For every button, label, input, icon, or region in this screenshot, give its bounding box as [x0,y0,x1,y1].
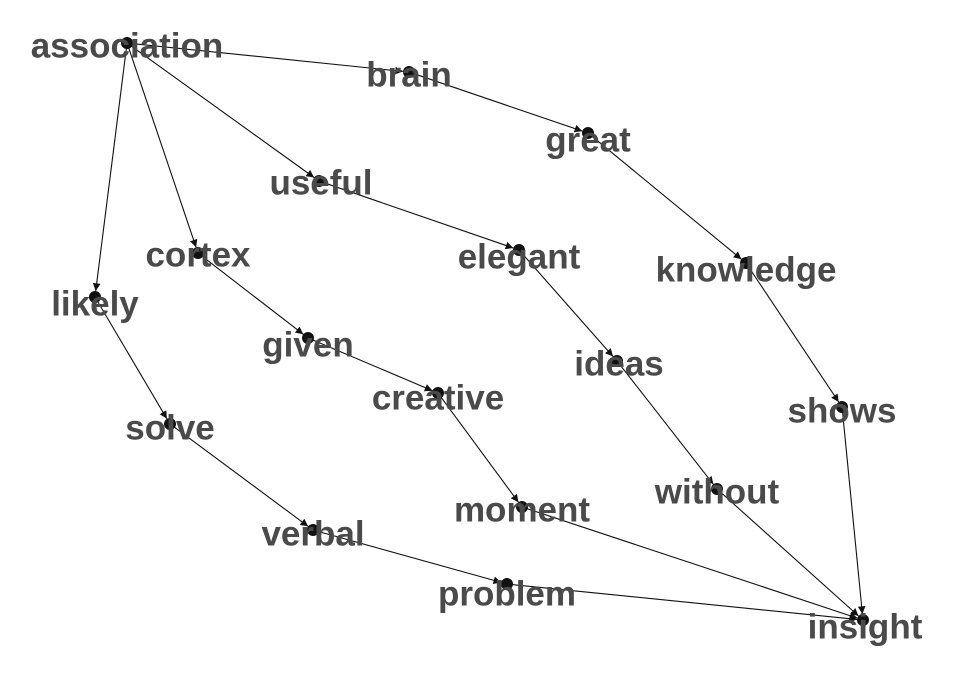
edge-solve-to-verbal [172,425,309,527]
nodes-layer [89,37,869,626]
edge-association-to-likely [92,46,128,292]
edge-association-to-useful [129,44,315,178]
edge-association-to-brain [130,42,404,75]
edge-great-to-knowledge [590,134,742,260]
node-useful-dot [313,175,325,187]
edge-association-to-cortex [127,46,198,248]
edge-shows-to-insight [841,410,866,615]
node-knowledge-dot [740,257,752,269]
edge-elegant-to-ideas [520,252,614,357]
node-likely-label: likely [51,285,139,324]
node-elegant-label: elegant [458,238,581,277]
edge-problem-to-insight [510,583,858,623]
edge-moment-to-insight [525,507,858,620]
edge-useful-to-elegant [322,181,514,250]
node-problem-label: problem [438,575,576,614]
node-verbal-dot [307,524,319,536]
node-problem-dot [501,578,513,590]
node-great-dot [582,127,594,139]
node-moment-label: moment [454,491,590,530]
edge-without-to-insight [719,490,859,617]
edge-brain-to-great [412,72,583,133]
edge-ideas-to-without [618,363,714,485]
edge-creative-to-moment [439,395,519,503]
node-brain-label: brain [366,56,452,95]
node-knowledge-label: knowledge [656,251,837,290]
node-moment-dot [516,501,528,513]
node-association-dot [121,37,133,49]
node-creative-label: creative [372,379,504,418]
node-insight-label: insight [808,608,923,647]
node-cortex-label: cortex [145,236,251,275]
edge-given-to-creative [311,338,433,392]
edge-likely-to-solve [96,299,168,420]
node-given-label: given [262,326,353,365]
edge-verbal-to-problem [316,530,502,585]
node-brain-dot [403,66,415,78]
edge-cortex-to-given [200,254,304,335]
edges-layer [92,42,866,623]
node-ideas-label: ideas [574,345,664,384]
node-insight-dot [857,614,869,626]
node-cortex-dot [192,247,204,259]
node-shows-label: shows [788,392,897,431]
node-association-label: association [31,27,224,66]
labels-layer: association brain great useful cortex elegant… [31,27,923,647]
node-great-label: great [545,121,631,160]
node-without-dot [711,483,723,495]
edge-knowledge-to-shows [747,265,840,403]
node-ideas-dot [611,355,623,367]
node-creative-dot [432,387,444,399]
node-solve-dot [164,418,176,430]
node-without-label: without [654,473,780,512]
node-useful-label: useful [269,164,372,203]
node-given-dot [302,332,314,344]
node-elegant-dot [513,244,525,256]
node-likely-dot [89,291,101,303]
node-shows-dot [836,401,848,413]
node-verbal-label: verbal [261,515,364,554]
node-solve-label: solve [125,409,215,448]
